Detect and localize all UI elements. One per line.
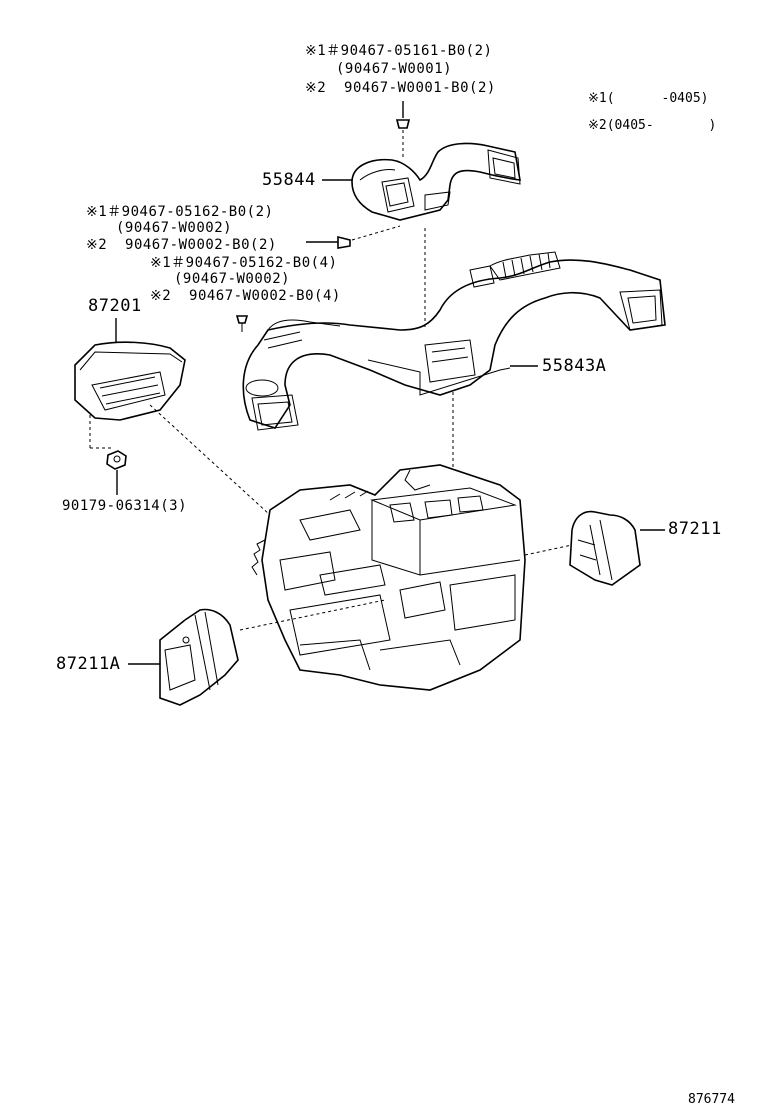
- callout-mid-line5: (90467-W0002): [174, 271, 291, 287]
- part-number-87211A: 87211A: [56, 654, 121, 674]
- callout-top-line2: (90467-W0001): [336, 61, 453, 77]
- lower-screw: [235, 315, 249, 332]
- top-screw: [395, 101, 411, 160]
- nut-90179: [106, 450, 127, 495]
- part-number-87211: 87211: [668, 519, 722, 539]
- part-number-55843A: 55843A: [542, 356, 607, 376]
- register-87201: [74, 318, 271, 516]
- callout-mid-line4: ※1＃90467-05162-B0(4): [150, 255, 338, 271]
- callout-mid-line3: ※2 90467-W0002-B0(2): [86, 237, 277, 253]
- part-number-87201: 87201: [88, 296, 142, 316]
- duct-55844: [322, 142, 521, 221]
- range-note-1: ※1( -0405): [588, 91, 709, 106]
- part-number-90179: 90179-06314(3): [62, 498, 188, 514]
- bracket-87211: [569, 510, 665, 586]
- bracket-87211A: [128, 608, 239, 706]
- callout-top-line3: ※2 90467-W0001-B0(2): [305, 80, 496, 96]
- part-number-55844: 55844: [262, 170, 316, 190]
- duct-55843A: [242, 228, 666, 480]
- callout-top-line1: ※1＃90467-05161-B0(2): [305, 43, 493, 59]
- callout-mid-line1: ※1＃90467-05162-B0(2): [86, 204, 274, 220]
- callout-mid-line2: (90467-W0002): [116, 220, 233, 236]
- heater-unit: [239, 464, 573, 691]
- mid-screw: [306, 225, 401, 249]
- range-note-2: ※2(0405- ): [588, 118, 717, 133]
- diagram-id: 876774: [688, 1092, 735, 1107]
- callout-mid-line6: ※2 90467-W0002-B0(4): [150, 288, 341, 304]
